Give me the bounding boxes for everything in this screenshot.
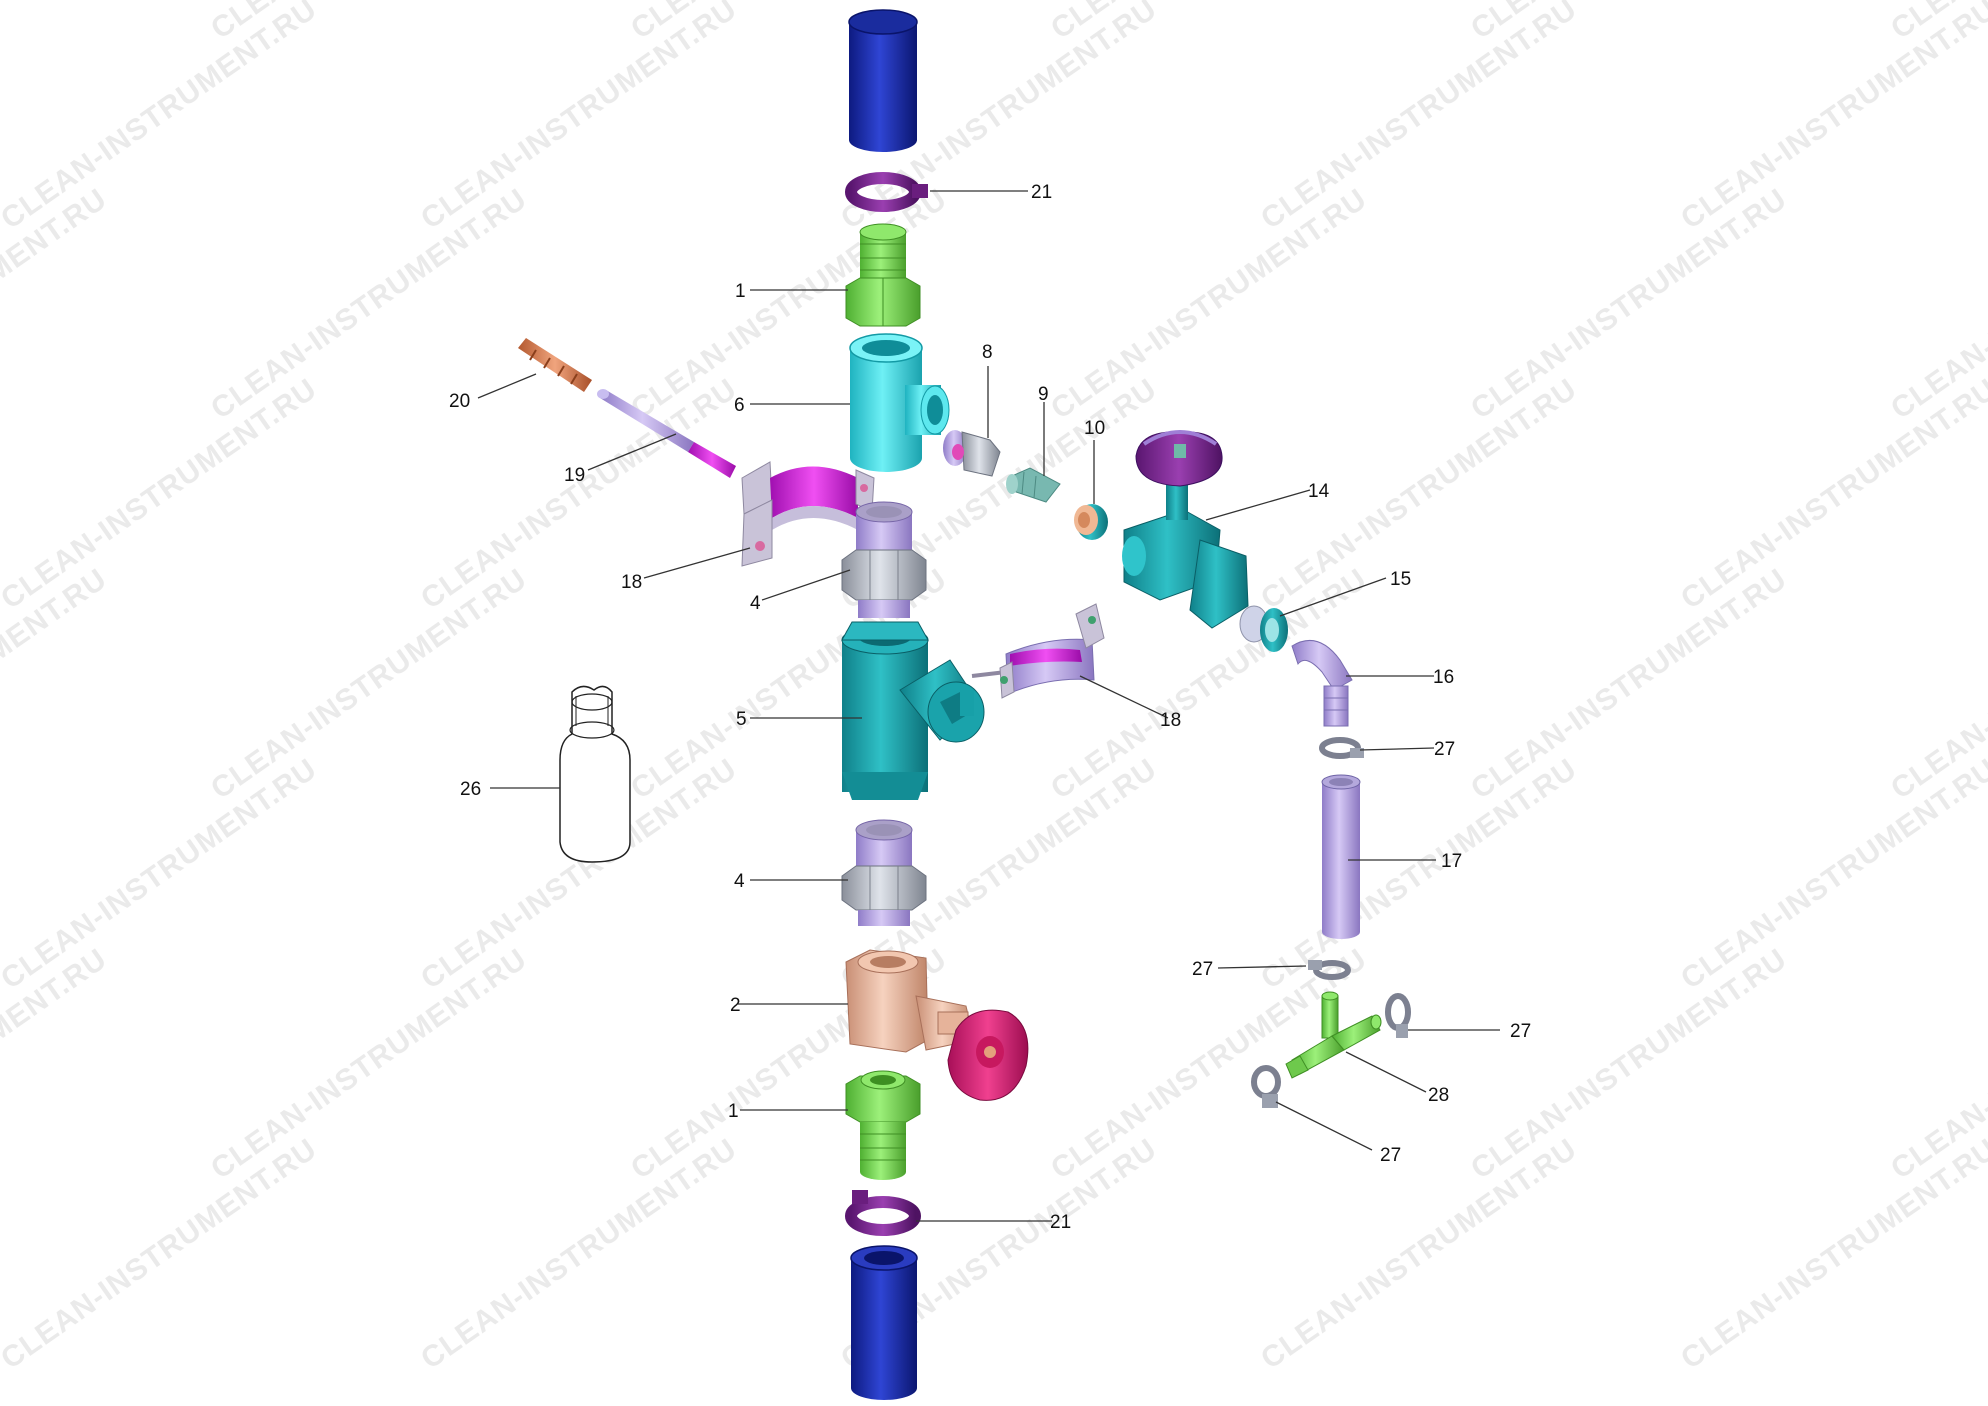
watermark-text: CLEAN-INSTRUMENT.RU bbox=[415, 0, 743, 236]
hose-segment bbox=[1321, 774, 1361, 939]
hose-tee-barbed bbox=[1285, 991, 1382, 1079]
callout-labels: 21 1 20 6 8 9 10 19 14 18 4 15 16 5 18 2… bbox=[449, 182, 1531, 1233]
watermark-text: CLEAN-INSTRUMENT.RU bbox=[1675, 1132, 1988, 1375]
watermark-text: CLEAN-INSTRUMENT.RU bbox=[1255, 0, 1583, 236]
callout-21-top: 21 bbox=[1031, 182, 1052, 203]
callout-9: 9 bbox=[1038, 384, 1049, 405]
pipe-bracket-upper bbox=[741, 461, 875, 567]
watermark-text: CLEAN-INSTRUMENT.RU bbox=[205, 182, 533, 425]
callout-27-c: 27 bbox=[1510, 1021, 1531, 1042]
watermark-text: CLEAN-INSTRUMENT.RU bbox=[1675, 372, 1988, 615]
threaded-nipple bbox=[1006, 467, 1061, 503]
y-strainer bbox=[841, 621, 985, 800]
callout-26: 26 bbox=[460, 779, 481, 800]
small-hose-clamp-d bbox=[1251, 1065, 1281, 1108]
watermark-text: CLEAN-INSTRUMENT.RU bbox=[0, 372, 323, 615]
gate-valve bbox=[845, 949, 1029, 1101]
callout-2: 2 bbox=[730, 995, 741, 1016]
hose-fitting-bottom bbox=[845, 1070, 921, 1180]
small-hose-clamp-b bbox=[1308, 960, 1351, 980]
watermark-text: CLEAN-INSTRUMENT.RU bbox=[205, 942, 533, 1185]
callout-8: 8 bbox=[982, 342, 993, 363]
callout-10: 10 bbox=[1084, 418, 1105, 439]
hose-clamp-bottom bbox=[845, 1190, 921, 1236]
pipe-top bbox=[848, 9, 918, 152]
needle-valve bbox=[1122, 430, 1249, 629]
pipe-bracket-lower bbox=[971, 603, 1105, 699]
callout-17: 17 bbox=[1441, 851, 1462, 872]
hose-fitting-top bbox=[845, 223, 921, 327]
small-hose-clamp-a bbox=[1319, 737, 1364, 759]
callout-27-d: 27 bbox=[1380, 1145, 1401, 1166]
watermark-text: CLEAN-INSTRUMENT.RU bbox=[1255, 752, 1583, 995]
watermark-text: CLEAN-INSTRUMENT.RU bbox=[1045, 182, 1373, 425]
pipe-tee bbox=[849, 333, 950, 472]
callout-14: 14 bbox=[1308, 481, 1330, 502]
callout-4-upper: 4 bbox=[750, 593, 761, 614]
pipe-bottom bbox=[850, 1245, 918, 1400]
watermark-text: CLEAN-INSTRUMENT.RU bbox=[1465, 182, 1793, 425]
callout-28: 28 bbox=[1428, 1085, 1449, 1106]
callout-18-upper: 18 bbox=[621, 572, 642, 593]
watermark-text: CLEAN-INSTRUMENT.RU bbox=[415, 1132, 743, 1375]
callout-5: 5 bbox=[736, 709, 747, 730]
watermark-text: CLEAN-INSTRUMENT.RU bbox=[0, 0, 323, 236]
wall-dowel bbox=[518, 338, 592, 392]
watermark-text: CLEAN-INSTRUMENT.RU bbox=[0, 752, 323, 995]
callout-27-b: 27 bbox=[1192, 959, 1213, 980]
callout-27-a: 27 bbox=[1434, 739, 1455, 760]
watermark-text: CLEAN-INSTRUMENT.RU bbox=[0, 0, 113, 46]
watermark-text: CLEAN-INSTRUMENT.RU bbox=[0, 1132, 323, 1375]
callout-15: 15 bbox=[1390, 569, 1411, 590]
hose-clamp-top bbox=[845, 172, 928, 212]
callout-6: 6 bbox=[734, 395, 745, 416]
seal-ring-fitting bbox=[1074, 504, 1108, 540]
watermark-text: CLEAN-INSTRUMENT.RU bbox=[1465, 562, 1793, 805]
callout-21-bottom: 21 bbox=[1050, 1212, 1071, 1233]
small-hose-clamp-c bbox=[1385, 993, 1411, 1038]
watermark-text: CLEAN-INSTRUMENT.RU bbox=[1675, 0, 1988, 236]
callout-20: 20 bbox=[449, 391, 470, 412]
callout-1-bottom: 1 bbox=[728, 1101, 739, 1122]
callout-4-lower: 4 bbox=[734, 871, 745, 892]
callout-18-lower: 18 bbox=[1160, 710, 1181, 731]
elbow-hose-tail bbox=[1291, 639, 1353, 727]
callout-1-top: 1 bbox=[735, 281, 746, 302]
watermark-text: CLEAN-INSTRUMENT.RU bbox=[1465, 942, 1793, 1185]
container-sketch bbox=[559, 685, 631, 863]
watermark-text: CLEAN-INSTRUMENT.RU bbox=[1675, 752, 1988, 995]
leader-lines bbox=[477, 190, 1500, 1222]
watermark-text: CLEAN-INSTRUMENT.RU bbox=[1255, 372, 1583, 615]
valve-union-ring bbox=[1239, 605, 1288, 652]
watermark-text: CLEAN-INSTRUMENT.RU bbox=[1255, 1132, 1583, 1375]
callout-19: 19 bbox=[564, 465, 585, 486]
adapter-nut bbox=[943, 430, 1001, 477]
union-nipple-lower bbox=[841, 819, 927, 926]
watermark-text: CLEAN-INSTRUMENT.RU bbox=[205, 562, 533, 805]
callout-16: 16 bbox=[1433, 667, 1454, 688]
union-nipple-upper bbox=[841, 501, 927, 618]
